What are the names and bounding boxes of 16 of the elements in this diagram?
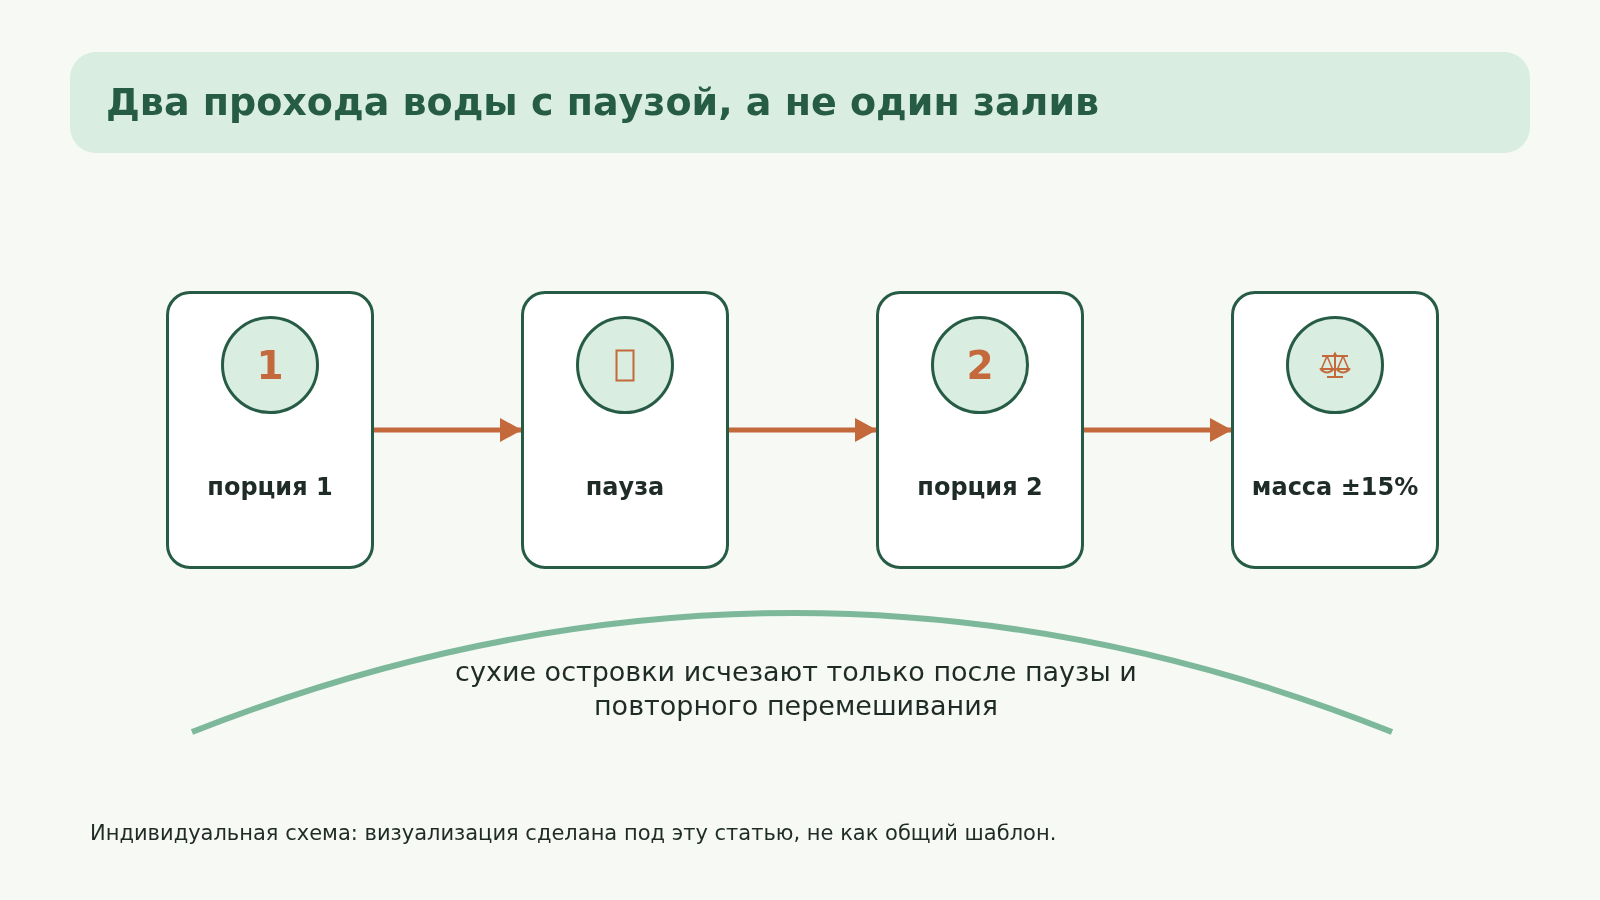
step-card (166, 291, 374, 569)
step-number: 2 (966, 345, 994, 385)
step-number: 1 (256, 345, 284, 385)
step-card (521, 291, 729, 569)
step-card (1231, 291, 1439, 569)
arrow (374, 418, 522, 442)
note-text: сухие островки исчезают только после паузы и повторного перемешивания (454, 655, 1138, 723)
step-label: пауза (585, 472, 665, 503)
step-label: масса ±15% (1251, 472, 1419, 503)
step-card (876, 291, 1084, 569)
step-label: порция 1 (207, 472, 333, 503)
title: Два прохода воды с паузой, а не один залив (106, 78, 1100, 126)
arrow (729, 418, 877, 442)
arrow (1084, 418, 1232, 442)
caption: Индивидуальная схема: визуализация сделана под эту статью, не как общий шаблон. (90, 820, 1057, 846)
step-label: порция 2 (917, 472, 1043, 503)
